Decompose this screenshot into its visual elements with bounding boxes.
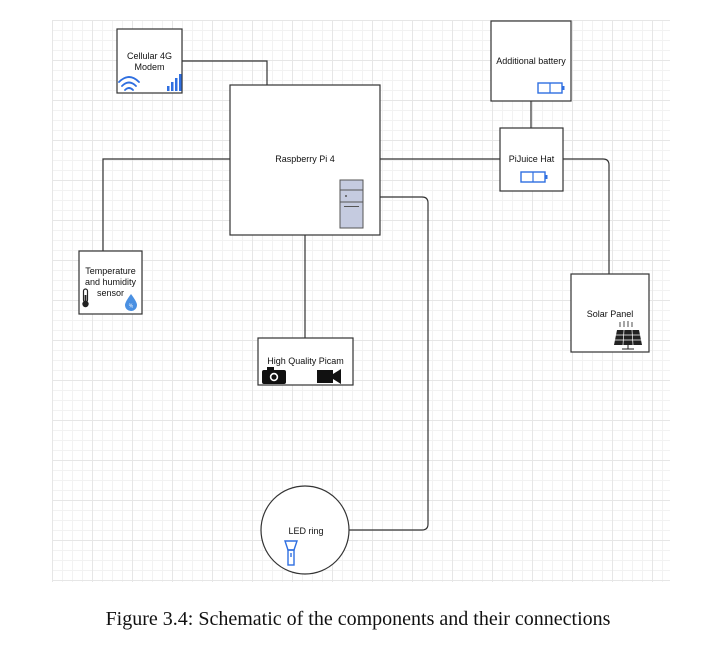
figure-caption: Figure 3.4: Schematic of the components …	[105, 608, 611, 630]
led-label: LED ring	[288, 526, 323, 536]
node-modem: Cellular 4G Modem	[116, 28, 183, 94]
connector-modem-raspberry	[182, 60, 268, 85]
video-camera-icon	[317, 369, 341, 384]
connector-pijuice-solar	[563, 158, 610, 274]
camera-icon	[262, 367, 286, 384]
node-raspberry-pi: Raspberry Pi 4	[229, 84, 381, 236]
battery-label: Additional battery	[496, 56, 566, 66]
connector-raspberry-sensor	[102, 158, 230, 251]
svg-text:%: %	[129, 304, 134, 310]
wifi-icon	[118, 76, 140, 91]
humidity-drop-icon: %	[125, 294, 137, 311]
raspberry-label: Raspberry Pi 4	[275, 154, 335, 164]
solar-label: Solar Panel	[587, 309, 634, 319]
modem-label-line1: Cellular 4G	[127, 51, 172, 61]
modem-label-line2: Modem	[134, 62, 164, 72]
server-icon	[339, 179, 364, 229]
sensor-label-line3: sensor	[97, 288, 124, 298]
solar-panel-icon	[614, 321, 642, 350]
sensor-label-line2: and humidity	[85, 277, 137, 287]
diagram-svg: Cellular 4G Modem Raspberry Pi 4	[78, 20, 650, 575]
pijuice-label: PiJuice Hat	[509, 154, 555, 164]
battery-icon	[520, 171, 548, 183]
connectors	[102, 60, 610, 531]
sensor-label-line1: Temperature	[85, 266, 136, 276]
picam-label: High Quality Picam	[267, 356, 344, 366]
node-led-ring: LED ring	[260, 485, 350, 575]
node-solar-panel: Solar Panel	[570, 273, 650, 353]
flashlight-icon	[284, 540, 298, 566]
node-picam: High Quality Picam	[257, 337, 354, 386]
node-pijuice-hat: PiJuice Hat	[499, 127, 564, 192]
node-temperature-sensor: Temperature and humidity sensor %	[78, 250, 143, 315]
diagram-canvas: Cellular 4G Modem Raspberry Pi 4	[52, 20, 670, 582]
connector-raspberry-led	[349, 196, 429, 531]
thermometer-icon	[82, 288, 89, 308]
battery-icon	[537, 82, 565, 94]
node-additional-battery: Additional battery	[490, 20, 572, 102]
signal-bars-icon	[167, 74, 182, 91]
